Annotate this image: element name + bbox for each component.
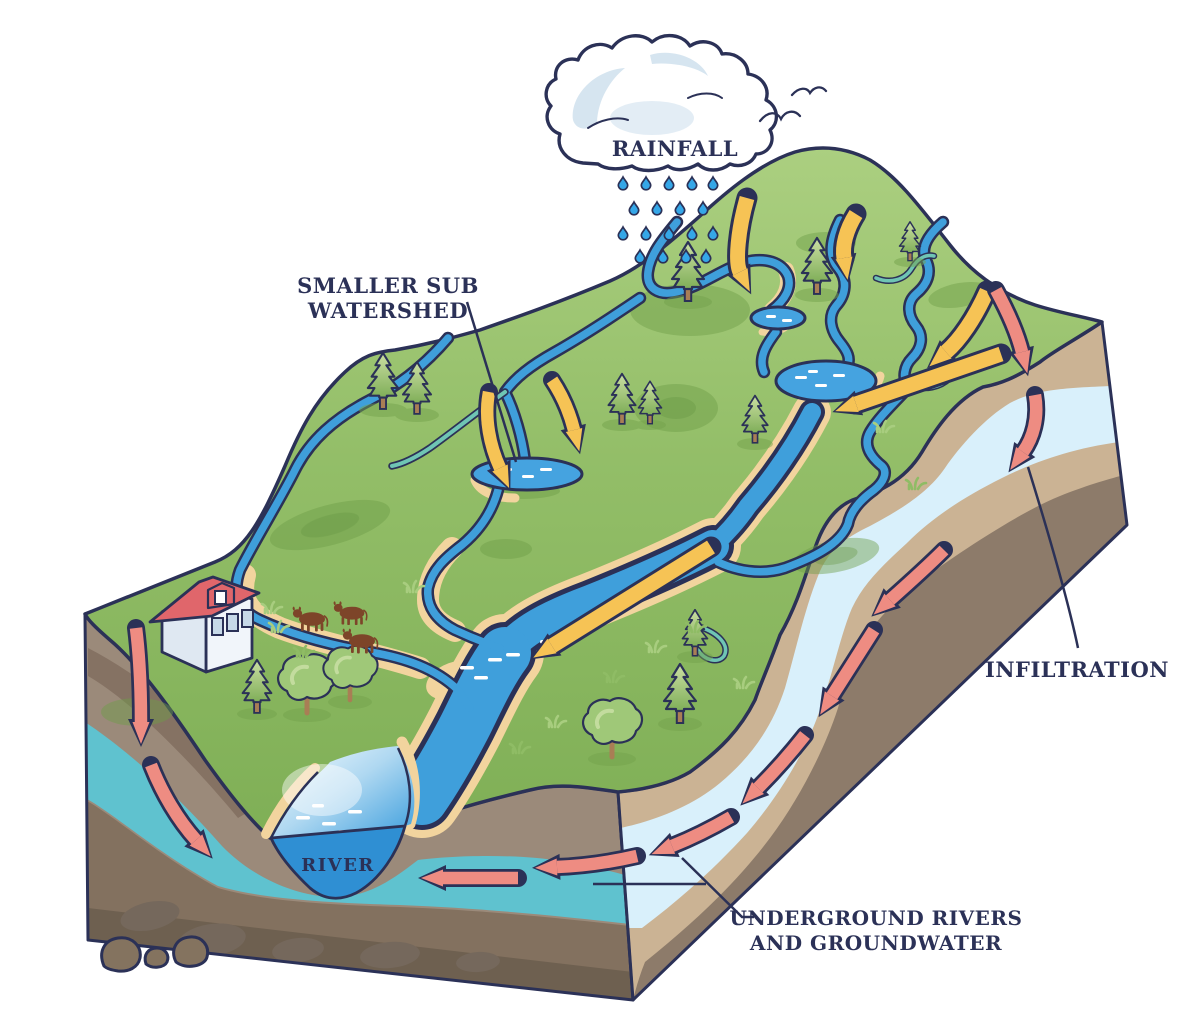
river-mouth: RIVER <box>261 736 420 900</box>
dormer-window <box>214 590 227 605</box>
groundwater-arrow-icon <box>873 545 949 615</box>
river-cross-section <box>269 824 407 900</box>
leader-infiltration <box>1026 466 1080 649</box>
infiltration-arrow-icon <box>129 627 150 744</box>
groundwater-arrow-icon <box>651 811 735 855</box>
cloud-shade <box>650 52 708 76</box>
runoff-arrow-icon <box>546 376 583 452</box>
mouth-bank-line <box>396 747 412 827</box>
layer-taupe <box>633 475 1127 1000</box>
pond <box>749 305 807 331</box>
cloud-shade <box>572 68 625 129</box>
mouth-sand-left <box>261 763 320 839</box>
bird-icon <box>758 110 802 123</box>
house-icon <box>148 575 261 674</box>
runoff-arrow-icon <box>929 287 994 367</box>
house-windows <box>211 609 254 636</box>
runoff-arrow-icon <box>835 210 863 280</box>
label-rainfall: RAINFALL <box>612 136 738 161</box>
mouth-bank-line <box>269 771 319 839</box>
label-underground-line1: UNDERGROUND RIVERS <box>730 906 1023 930</box>
groundwater-arrow-icon <box>742 731 810 804</box>
groundwater-arrow-icon <box>145 762 211 857</box>
runoff-arrow-icon <box>730 195 755 292</box>
cloud-detail <box>587 117 629 129</box>
vegetation-and-farm <box>148 220 928 766</box>
label-infiltration: INFILTRATION <box>985 657 1169 682</box>
river-surface <box>271 746 415 838</box>
water-highlight <box>282 764 362 816</box>
block-front-corner <box>616 791 635 1001</box>
rain-cloud-icon: RAINFALL <box>544 34 778 173</box>
runoff-arrow-icon <box>533 540 715 658</box>
buried-rocks <box>120 900 500 973</box>
bird-icon <box>790 86 828 97</box>
pebbles <box>100 935 210 973</box>
label-underground-line2: AND GROUNDWATER <box>749 931 1002 955</box>
runoff-arrows <box>478 187 1012 660</box>
infiltration-arrow-icon <box>1010 393 1043 470</box>
annotations: SMALLER SUB WATERSHED INFILTRATION UNDER… <box>297 273 1169 955</box>
groundwater-arrow-icon <box>535 849 639 876</box>
birds <box>758 86 828 123</box>
leader-underground <box>681 857 754 919</box>
label-sub-watershed-line2: WATERSHED <box>307 298 468 323</box>
runoff-arrow-icon <box>835 346 1004 413</box>
infiltration-arrow-icon <box>990 287 1031 374</box>
groundwater-arrows <box>127 281 1046 891</box>
cloud-detail <box>687 92 723 99</box>
cloud-shade <box>610 101 694 135</box>
rainfall-group: RAINFALL <box>544 34 828 264</box>
groundwater-arrow-icon <box>820 626 880 715</box>
leader-sub-watershed <box>465 301 518 463</box>
runoff-arrow-icon <box>480 390 510 489</box>
label-river: RIVER <box>301 855 375 876</box>
label-sub-watershed-line1: SMALLER SUB <box>297 273 479 298</box>
